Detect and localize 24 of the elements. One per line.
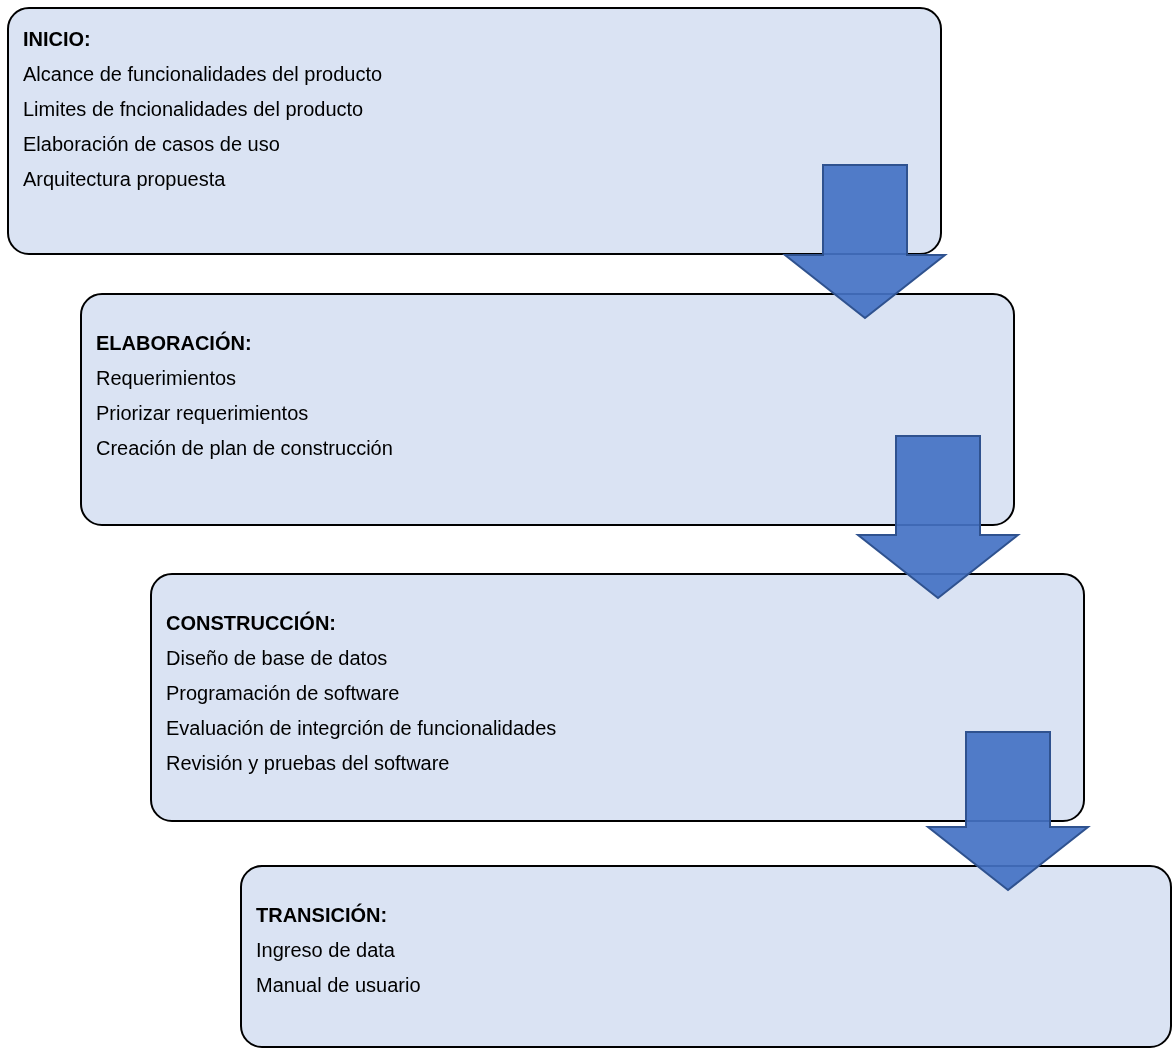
phase-heading: ELABORACIÓN: (96, 331, 252, 355)
activity-text: Priorizar requerimientos (96, 401, 309, 425)
activity-text: Arquitectura propuesta (23, 167, 226, 191)
block-arrow (855, 435, 1021, 600)
phase-heading: CONSTRUCCIÓN: (166, 611, 336, 635)
activity-text: Alcance de funcionalidades del producto (23, 62, 383, 86)
phase-heading: INICIO: (23, 27, 91, 51)
phase-heading: TRANSICIÓN: (256, 903, 388, 927)
activity-text: Diseño de base de datos (166, 646, 388, 670)
activity-text: Revisión y pruebas del software (166, 751, 450, 775)
process-box (7, 7, 942, 255)
activity-text: Ingreso de data (256, 938, 395, 962)
activity-text: Elaboración de casos de uso (23, 132, 280, 156)
activity-text: Limites de fncionalidades del producto (23, 97, 364, 121)
activity-text: Manual de usuario (256, 973, 421, 997)
activity-text: Creación de plan de construcción (96, 436, 393, 460)
activity-text: Programación de software (166, 681, 400, 705)
block-arrow (925, 731, 1091, 892)
activity-text: Evaluación de integrción de funcionalidades (166, 716, 557, 740)
process-box (80, 293, 1015, 526)
process-box (240, 865, 1172, 1048)
process-box (150, 573, 1085, 822)
activity-text: Requerimientos (96, 366, 237, 390)
block-arrow (782, 164, 948, 320)
